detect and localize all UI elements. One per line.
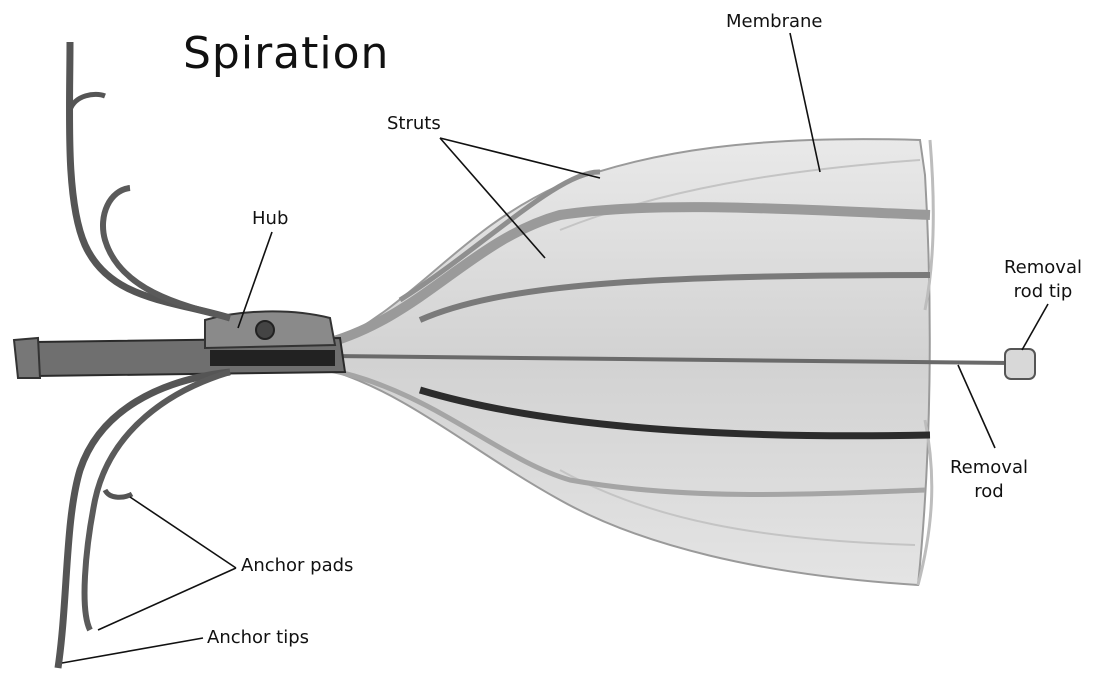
label-removal-rod-tip-line1: Removal: [988, 256, 1098, 280]
label-membrane: Membrane: [726, 10, 822, 34]
label-removal-rod-line2: rod: [934, 480, 1044, 504]
anchor-lower: [85, 372, 230, 630]
leader-removal-rod-tip: [1022, 304, 1048, 350]
label-struts: Struts: [387, 112, 441, 136]
label-anchor-pads: Anchor pads: [241, 554, 353, 578]
hub-hole: [256, 321, 274, 339]
anchor-lower-pad: [105, 490, 132, 497]
leader-struts-a: [440, 138, 600, 178]
label-removal-rod-line1: Removal: [934, 456, 1044, 480]
leader-anchor-pads-b: [98, 568, 236, 630]
label-hub: Hub: [252, 207, 288, 231]
leader-removal-rod: [958, 365, 995, 448]
anchor-upper: [69, 42, 230, 318]
removal-rod-tip: [1005, 349, 1035, 379]
label-removal-rod-tip: Removal rod tip: [988, 256, 1098, 304]
label-anchor-tips: Anchor tips: [207, 626, 309, 650]
label-removal-rod: Removal rod: [934, 456, 1044, 504]
label-removal-rod-tip-line2: rod tip: [988, 280, 1098, 304]
hub-core: [210, 350, 335, 366]
leader-anchor-pads-a: [130, 497, 236, 568]
shaft-end: [14, 338, 40, 378]
diagram-title: Spiration: [183, 28, 389, 79]
anchor-upper-pad: [70, 94, 105, 110]
anchor-upper: [103, 188, 230, 318]
leader-anchor-tips: [62, 638, 203, 663]
